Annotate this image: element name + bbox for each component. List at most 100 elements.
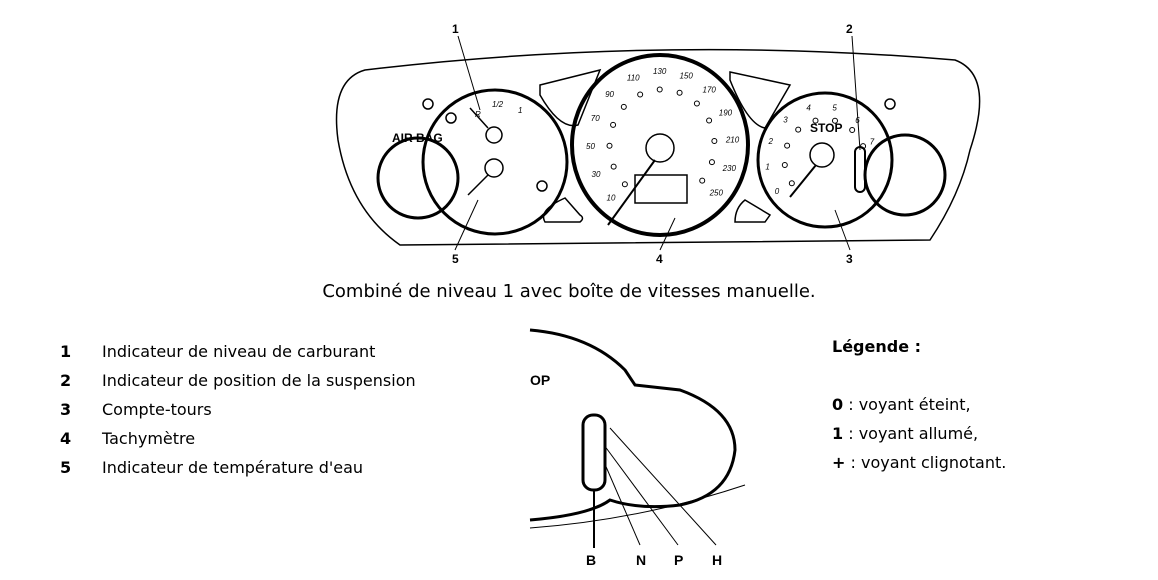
legend-text: : voyant éteint, — [843, 395, 971, 414]
airbag-label: AIR BAG — [392, 131, 443, 145]
odometer-display — [634, 174, 688, 204]
item-label: Tachymètre — [102, 429, 196, 448]
tach-scale-label-dot — [849, 126, 856, 133]
speed-scale-label: 170 — [703, 86, 717, 95]
speed-scale-label-dot — [711, 137, 718, 144]
tach-scale-label-dot — [784, 142, 791, 149]
right-lower-pod — [734, 199, 772, 223]
tach-scale-label: 2 — [767, 137, 773, 146]
left-indicator-pod — [539, 68, 602, 127]
tach-scale-label-dot — [860, 143, 867, 150]
item-number: 4 — [60, 429, 72, 448]
speed-scale-label: 150 — [679, 71, 693, 80]
speed-scale-label: 250 — [709, 189, 724, 198]
detail-label-b: B — [586, 552, 596, 568]
speed-scale-label-dot — [606, 142, 613, 149]
detail-label-n: N — [636, 552, 646, 568]
speed-needle-hub — [645, 133, 675, 163]
speed-scale-label-dot — [706, 117, 713, 124]
speed-scale-label: 130 — [653, 67, 667, 76]
tach-scale-label: 5 — [832, 104, 837, 113]
suspension-indicator — [854, 146, 866, 193]
item-number: 2 — [60, 371, 72, 390]
tachometer-scale: 0 1 2 3 4 5 6 7 — [765, 104, 874, 196]
speed-scale-label: 70 — [591, 114, 600, 123]
legend-title: Légende : — [832, 337, 922, 356]
right-warning-pod — [863, 133, 947, 217]
list-item: 5 Indicateur de température d'eau — [60, 453, 416, 482]
tach-needle-hub — [809, 142, 835, 168]
speed-scale-label: 10 — [607, 193, 616, 202]
speed-scale-label-dot — [637, 91, 644, 98]
callout-1: 1 — [452, 22, 459, 36]
tach-scale-label-dot — [812, 117, 819, 124]
right-indicator-pod — [729, 71, 792, 129]
figure-caption: Combiné de niveau 1 avec boîte de vitess… — [322, 281, 816, 302]
tachometer — [756, 91, 894, 229]
speed-scale-label-dot — [620, 103, 627, 110]
detail-cluster-outline — [529, 328, 737, 522]
callout-3: 3 — [846, 252, 853, 266]
tach-scale-label: 1 — [765, 163, 769, 172]
speed-scale-label: 190 — [719, 108, 733, 117]
tach-scale-label-dot — [831, 117, 838, 124]
callout-4: 4 — [656, 252, 663, 266]
speed-scale-label-dot — [656, 86, 663, 93]
tach-scale-label-dot — [788, 180, 795, 187]
item-number: 5 — [60, 458, 72, 477]
detail-label-p: P — [674, 552, 683, 568]
detail-stop-fragment: OP — [530, 372, 550, 388]
legend-entry: 0 : voyant éteint, — [832, 395, 1006, 424]
tach-scale-label: 7 — [870, 138, 875, 147]
temp-needle-hub — [484, 158, 504, 178]
speed-scale-label: 110 — [627, 74, 640, 83]
item-label: Indicateur de température d'eau — [102, 458, 364, 477]
legend-text: : voyant allumé, — [843, 424, 979, 443]
tach-scale-label: 4 — [806, 104, 811, 113]
list-item: 2 Indicateur de position de la suspension — [60, 366, 416, 395]
callout-5: 5 — [452, 252, 459, 266]
item-label: Compte-tours — [102, 400, 212, 419]
speed-scale-label-dot — [610, 121, 617, 128]
dashboard-housing — [335, 48, 981, 246]
legend-entry: + : voyant clignotant. — [832, 453, 1006, 482]
fuel-needle-hub — [485, 126, 503, 144]
speed-scale-label: 30 — [592, 170, 601, 179]
speed-scale-label-dot — [708, 159, 715, 166]
speed-scale-label-dot — [693, 100, 700, 107]
tachometer-stop-label: STOP — [810, 121, 842, 135]
list-item: 4 Tachymètre — [60, 424, 416, 453]
speed-scale-label-dot — [676, 89, 683, 96]
speed-scale-label-dot — [621, 181, 628, 188]
legend-key: + — [832, 453, 846, 472]
callout-2: 2 — [846, 22, 853, 36]
item-number: 3 — [60, 400, 72, 419]
speed-scale-label-dot — [699, 177, 706, 184]
speed-scale-label: 210 — [725, 136, 740, 145]
legend-key: 1 — [832, 424, 844, 443]
left-warning-pod — [376, 136, 460, 220]
legend-key: 0 — [832, 395, 844, 414]
fuel-temp-gauge — [421, 88, 569, 236]
legend-entry: 1 : voyant allumé, — [832, 424, 1006, 453]
speedometer — [570, 53, 750, 237]
detail-label-h: H — [712, 552, 722, 568]
fuel-reserve-label: R — [475, 110, 481, 119]
tach-scale-label: 6 — [855, 116, 860, 125]
speed-scale-label: 230 — [722, 164, 737, 173]
tach-scale-label: 3 — [783, 116, 788, 125]
tach-scale-label-dot — [795, 126, 802, 133]
legend: Légende : 0 : voyant éteint, 1 : voyant … — [832, 337, 1006, 482]
tach-scale-label: 0 — [775, 187, 780, 196]
speed-scale-label-dot — [610, 163, 617, 170]
left-lower-pod — [542, 197, 584, 223]
item-label: Indicateur de position de la suspension — [102, 371, 416, 390]
fuel-half-label: 1/2 — [492, 100, 504, 109]
list-item: 3 Compte-tours — [60, 395, 416, 424]
tach-scale-label-dot — [781, 162, 788, 169]
fuel-full-label: 1 — [518, 106, 522, 115]
